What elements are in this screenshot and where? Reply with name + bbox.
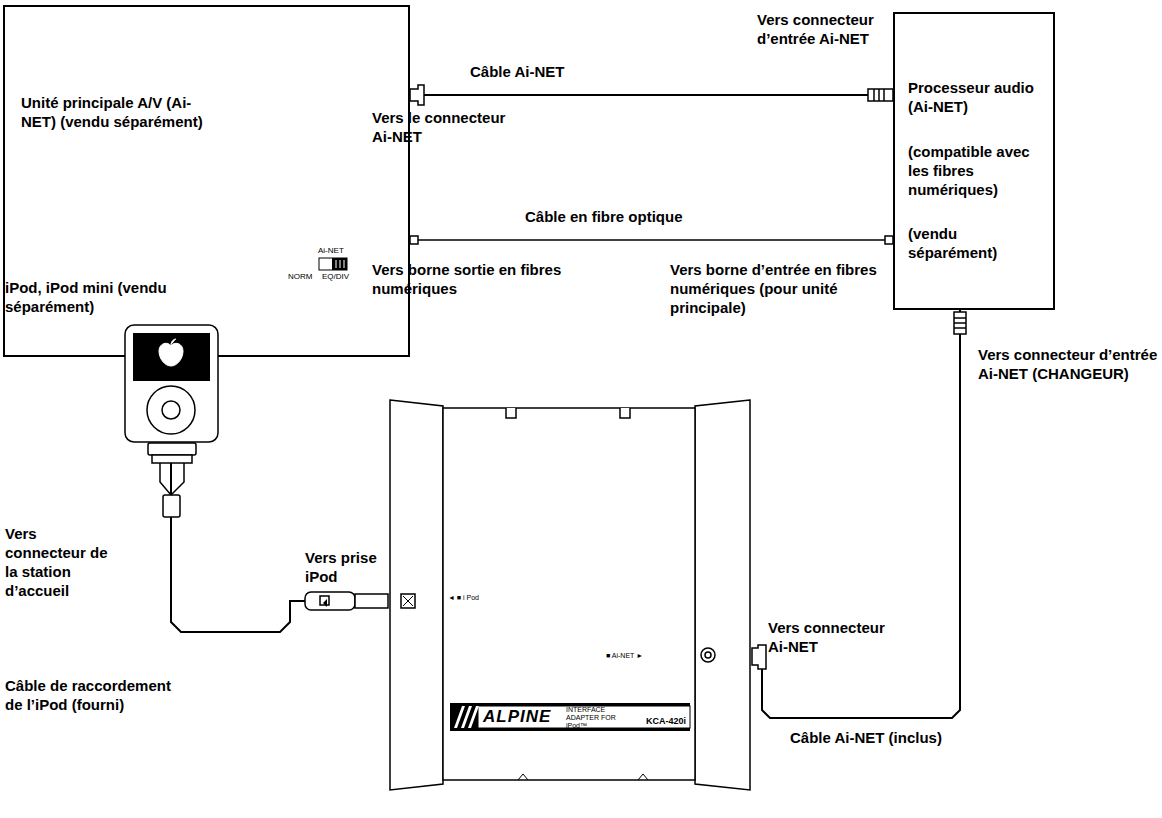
cable-label: Câble de raccordement de l’iPod (fourni) [5, 676, 175, 714]
cable-connector [171, 443, 388, 632]
cable-connector [410, 239, 893, 241]
node-title: Processeur audio (Ai-NET) [908, 78, 1043, 116]
cable-label: Câble Ai-NET [470, 62, 620, 81]
callout-label: Vers borne d’entrée en fibres numériques… [670, 260, 885, 317]
cable-connector [752, 310, 960, 718]
adapter-illustration [388, 398, 752, 792]
adapter-model: KCA-420i [646, 716, 696, 726]
node-title: ALPINE [483, 707, 563, 726]
node-title: Unité principale A/V (Ai-NET) (vendu sép… [21, 93, 211, 131]
port-marking: ◄ ■ i Pod [448, 593, 508, 602]
callout-label: Vers le connecteur Ai-NET [372, 108, 512, 146]
callout-label: Vers connecteur Ai-NET [768, 618, 908, 656]
interface-adapter: ALPINEINTERFACE ADAPTER FOR iPod™ KCA-420… [388, 398, 752, 792]
node-title: (compatible avec les fibres numériques) [908, 142, 1043, 199]
callout-label: Vers connecteur de la station d’accueil [5, 524, 120, 600]
node-title: iPod, iPod mini (vendu séparément) [5, 278, 205, 316]
callout-label: Vers connecteur d’entrée Ai-NET (CHANGEU… [978, 345, 1158, 383]
callout-label: Vers connecteur d’entrée Ai-NET [757, 10, 892, 48]
switch-symbol [318, 257, 348, 271]
port-marking: ■ Ai-NET ► [606, 651, 676, 660]
ipod-device: iPod, iPod mini (vendu séparément) [5, 278, 220, 443]
cable-label: Câble Ai-NET (inclus) [790, 728, 1010, 747]
callout-label: Ai-NET [318, 246, 358, 255]
cable-label: Câble en fibre optique [525, 207, 745, 226]
callout-label: Vers prise iPod [305, 548, 385, 586]
callout-label: EQ/DIV [322, 272, 362, 281]
node-title: (vendu séparément) [908, 224, 1043, 262]
callout-label: NORM [288, 272, 320, 281]
callout-label: Vers borne sortie en fibres numériques [372, 260, 572, 298]
adapter-logo: INTERFACE ADAPTER FOR iPod™ [566, 706, 636, 730]
cable-connector [410, 94, 893, 96]
audio-processor-box: Processeur audio (Ai-NET) (compatible ave… [893, 12, 1055, 310]
